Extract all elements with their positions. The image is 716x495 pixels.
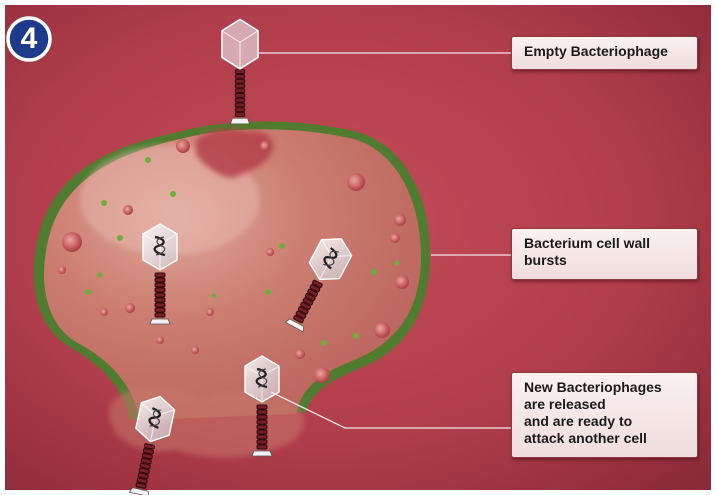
label-new-phages-line-1: New Bacteriophages: [524, 379, 687, 396]
step-number: 4: [9, 19, 49, 59]
label-new-phages-line-3: and are ready to: [524, 413, 687, 430]
label-cell-wall-line-1: Bacterium cell wall: [524, 235, 687, 252]
label-new-phages-line-2: are released: [524, 396, 687, 413]
label-empty-bacteriophage-text: Empty Bacteriophage: [524, 43, 687, 60]
label-new-phages-line-4: attack another cell: [524, 430, 687, 447]
label-cell-wall-bursts: Bacterium cell wall bursts: [511, 228, 698, 280]
label-empty-bacteriophage: Empty Bacteriophage: [511, 36, 698, 70]
label-new-bacteriophages: New Bacteriophages are released and are …: [511, 372, 698, 458]
label-cell-wall-line-2: bursts: [524, 252, 687, 269]
